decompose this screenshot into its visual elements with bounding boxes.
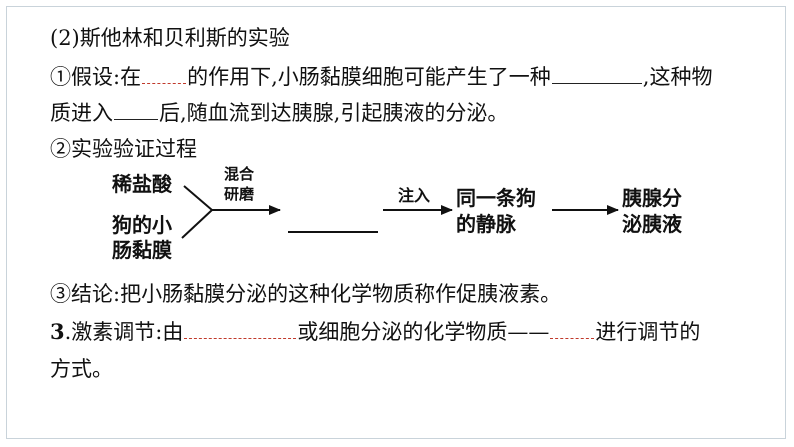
flow-input-hcl: 稀盐酸	[112, 172, 172, 196]
flow-input-mucosa-line2: 肠黏膜	[112, 238, 172, 262]
hypothesis-line-2: 质进入后,随血流到达胰腺,引起胰液的分泌。	[50, 101, 509, 125]
blank-source[interactable]	[184, 320, 297, 339]
flow-target-line2: 的静脉	[456, 212, 516, 236]
conclusion: ③结论:把小肠黏膜分泌的这种化学物质称作促胰液素。	[50, 282, 562, 306]
blank-hormone[interactable]	[550, 320, 595, 339]
blank-stimulus[interactable]	[142, 65, 187, 84]
flow-inject-label: 注入	[398, 186, 431, 205]
flow-input-mucosa-line1: 狗的小	[112, 213, 172, 237]
flow-target-line1: 同一条狗	[456, 186, 536, 210]
hypothesis-line-1: ①假设:在的作用下,小肠黏膜细胞可能产生了一种,这种物	[50, 65, 713, 89]
blank-substance[interactable]	[551, 65, 642, 84]
section-title: (2)斯他林和贝利斯的实验	[50, 26, 290, 50]
flow-result-line1: 胰腺分	[622, 186, 682, 210]
flow-result-line2: 泌胰液	[622, 212, 682, 236]
item3-number: 3	[50, 319, 65, 344]
blank-destination[interactable]	[114, 101, 158, 120]
merge-connector	[181, 185, 214, 239]
experiment-title: ②实验验证过程	[50, 137, 197, 161]
item3-line-2: 方式。	[50, 357, 113, 381]
flow-step-label-line1: 混合	[224, 165, 255, 183]
flow-step-label-line2: 研磨	[224, 185, 255, 203]
page-frame	[6, 6, 786, 439]
item3-line-1: 3.激素调节:由或细胞分泌的化学物质——进行调节的	[50, 319, 701, 344]
